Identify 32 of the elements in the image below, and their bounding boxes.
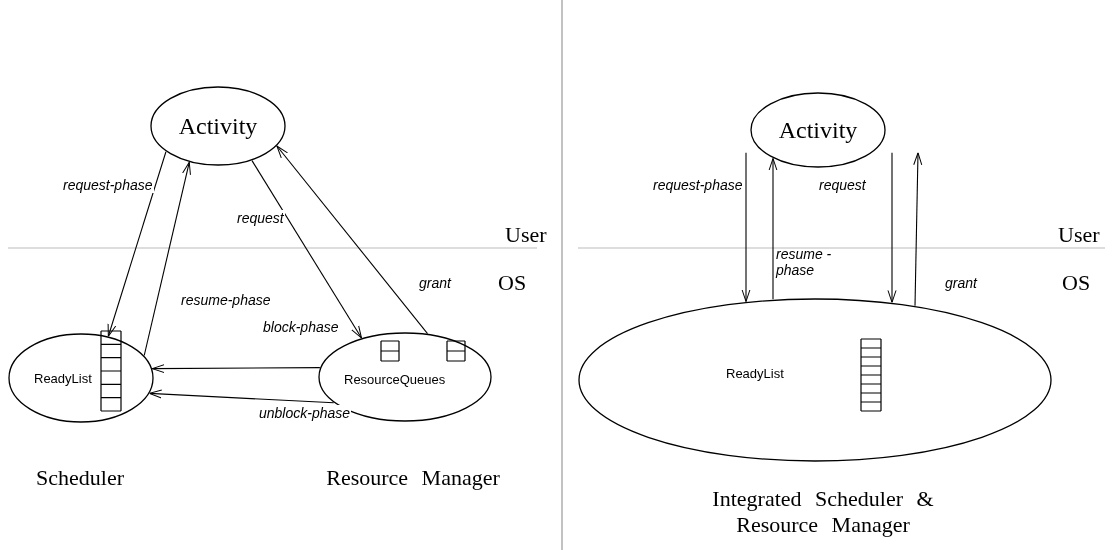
- node-label: Activity: [178, 112, 258, 140]
- edge-label: resume-phase: [180, 292, 272, 308]
- edge-label: grant: [418, 275, 452, 291]
- node-label: ReadyList: [34, 371, 92, 386]
- arrow: [151, 364, 321, 374]
- edge-label: request: [236, 210, 285, 226]
- edge-label: grant: [944, 275, 978, 291]
- arrow: [276, 145, 429, 335]
- edge-label: block-phase: [262, 319, 340, 335]
- component-caption: Scheduler: [35, 465, 125, 491]
- component-caption: Resource Manager: [325, 465, 501, 491]
- layer-label: User: [1058, 222, 1100, 248]
- arrow: [768, 157, 778, 300]
- arrow: [149, 389, 335, 404]
- arrow: [887, 152, 897, 303]
- arrow: [913, 152, 923, 307]
- edge-label: resume -phase: [775, 246, 833, 278]
- edge-label: request-phase: [62, 177, 154, 193]
- node-label: ReadyList: [726, 366, 784, 381]
- node-label: ResourceQueues: [344, 372, 446, 387]
- component-caption: Integrated Scheduler & Resource Manager: [711, 486, 935, 538]
- layer-label: OS: [1062, 270, 1091, 296]
- edge-label: request: [818, 177, 867, 193]
- arrow: [143, 161, 191, 357]
- node-label: Activity: [778, 116, 858, 144]
- arrow: [741, 152, 751, 303]
- layer-label: OS: [498, 270, 527, 296]
- arrow: [107, 151, 167, 337]
- arrow: [251, 160, 363, 339]
- edge-label: unblock-phase: [258, 405, 352, 421]
- edge-label: request-phase: [652, 177, 744, 193]
- layer-label: User: [505, 222, 547, 248]
